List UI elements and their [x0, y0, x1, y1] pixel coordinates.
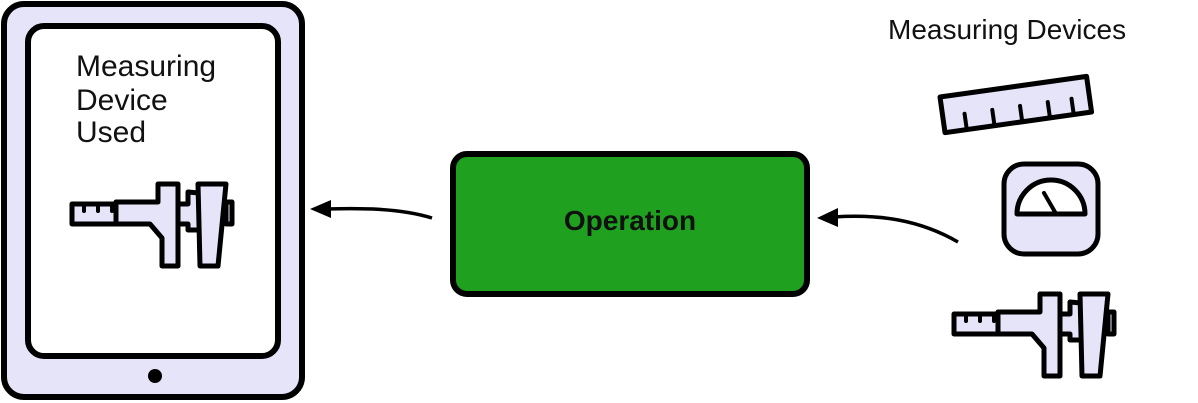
gauge-icon — [1001, 161, 1101, 257]
measuring-devices-title: Measuring Devices — [888, 14, 1126, 45]
tablet-home-button — [148, 369, 162, 383]
operation-box — [450, 151, 810, 297]
caliper-icon — [954, 294, 1114, 376]
ruler-icon — [937, 73, 1095, 136]
tablet-screen — [25, 23, 281, 359]
tablet-label-line-1: Measuring — [76, 50, 216, 83]
arrow-left-icon — [310, 200, 433, 220]
arrow-left-icon — [817, 208, 959, 244]
tablet-label-line-3: Used — [76, 116, 146, 149]
tablet-label-line-2: Device — [76, 84, 168, 117]
operation-label: Operation — [564, 205, 696, 236]
